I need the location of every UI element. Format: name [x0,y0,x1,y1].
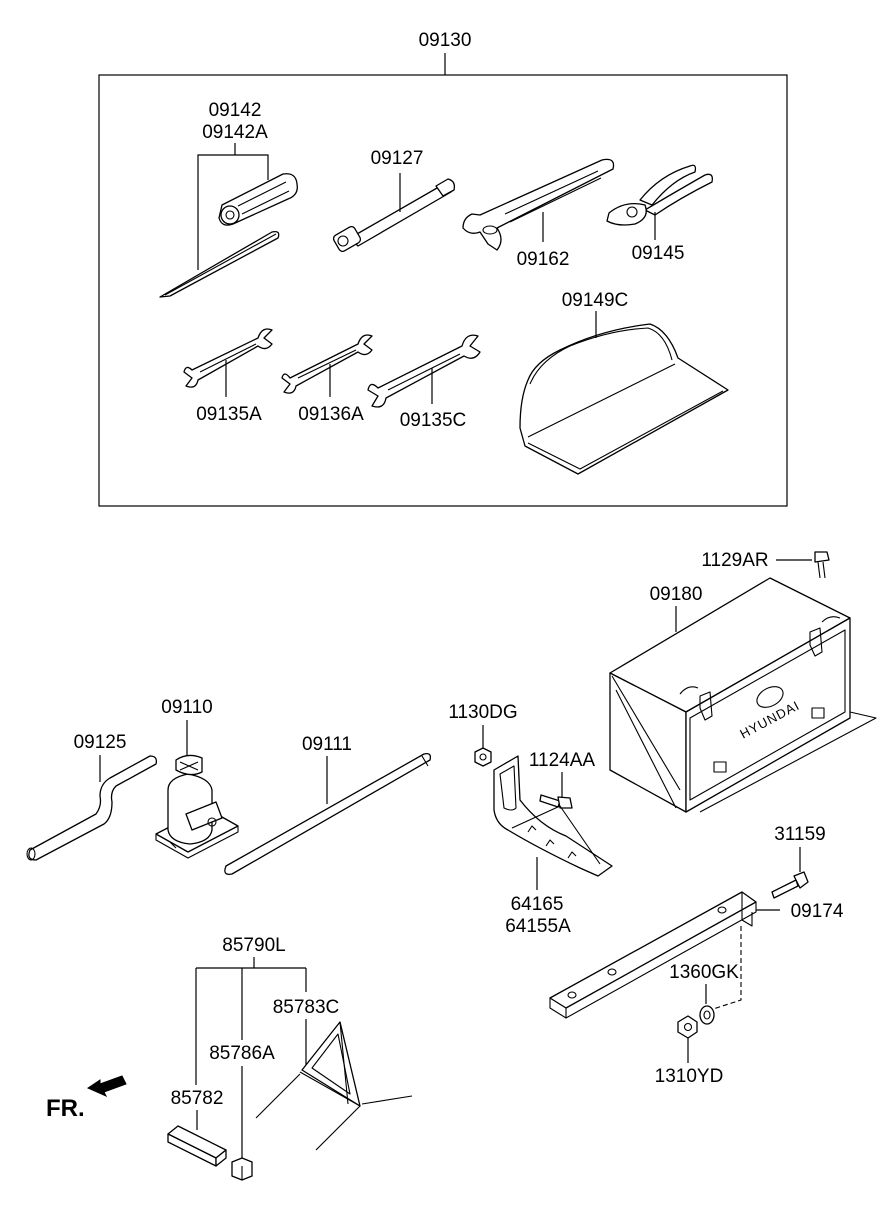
bolt-1124AA [539,794,573,809]
screwdriver [159,173,298,298]
label-85782[interactable]: 85782 [171,1088,224,1109]
label-09174[interactable]: 09174 [791,901,844,922]
nut-1130DG [474,747,492,767]
adjustable-wrench [462,158,615,251]
label-09135A[interactable]: 09135A [196,404,262,425]
jack-bracket [549,891,757,1019]
label-09145[interactable]: 09145 [632,243,685,264]
spanner-09136A [281,334,373,394]
label-09130[interactable]: 09130 [419,30,472,51]
label-85786A[interactable]: 85786A [209,1043,275,1064]
label-09180[interactable]: 09180 [650,584,703,605]
label-09111[interactable]: 09111 [302,734,352,755]
label-85790L[interactable]: 85790L [222,935,285,956]
spanner-09135A [183,328,273,388]
label-09162[interactable]: 09162 [517,249,570,270]
label-31159[interactable]: 31159 [774,824,825,845]
warning-triangle [255,1021,413,1151]
triangle-part-85786A [231,1157,253,1181]
front-arrow-icon [86,1075,127,1098]
bolt-1129AR [814,551,830,579]
label-09110[interactable]: 09110 [161,697,212,718]
label-09135C[interactable]: 09135C [400,410,467,431]
tool-bag [519,323,729,475]
bracket-64165 [493,755,613,877]
label-1310YD[interactable]: 1310YD [655,1066,724,1087]
pliers [606,164,713,226]
tool-box: HYUNDAI [609,577,877,813]
tool-kit-frame [98,74,788,507]
label-09149C[interactable]: 09149C [562,290,629,311]
label-1130DG[interactable]: 1130DG [448,702,517,723]
nut-1310YD [677,1015,698,1039]
spanner-09135C [367,334,481,408]
label-09142[interactable]: 09142 [209,100,262,121]
label-09125[interactable]: 09125 [74,732,127,753]
label-1129AR[interactable]: 1129AR [701,550,768,571]
label-1124AA[interactable]: 1124AA [529,750,596,771]
washer-1360GK [699,1005,715,1025]
label-1360GK[interactable]: 1360GK [669,962,739,983]
label-64155A[interactable]: 64155A [505,916,571,937]
label-64165[interactable]: 64165 [511,894,564,915]
bottle-jack [155,754,239,859]
label-09142A[interactable]: 09142A [202,122,268,143]
extension-bar [332,178,456,252]
label-09127[interactable]: 09127 [371,148,424,169]
front-label: FR. [46,1095,85,1122]
bolt-31159 [771,871,809,899]
label-85783C[interactable]: 85783C [273,997,340,1018]
label-09136A[interactable]: 09136A [298,404,364,425]
jack-handle [26,755,158,861]
triangle-case [167,1125,227,1167]
jack-rod [224,752,432,875]
